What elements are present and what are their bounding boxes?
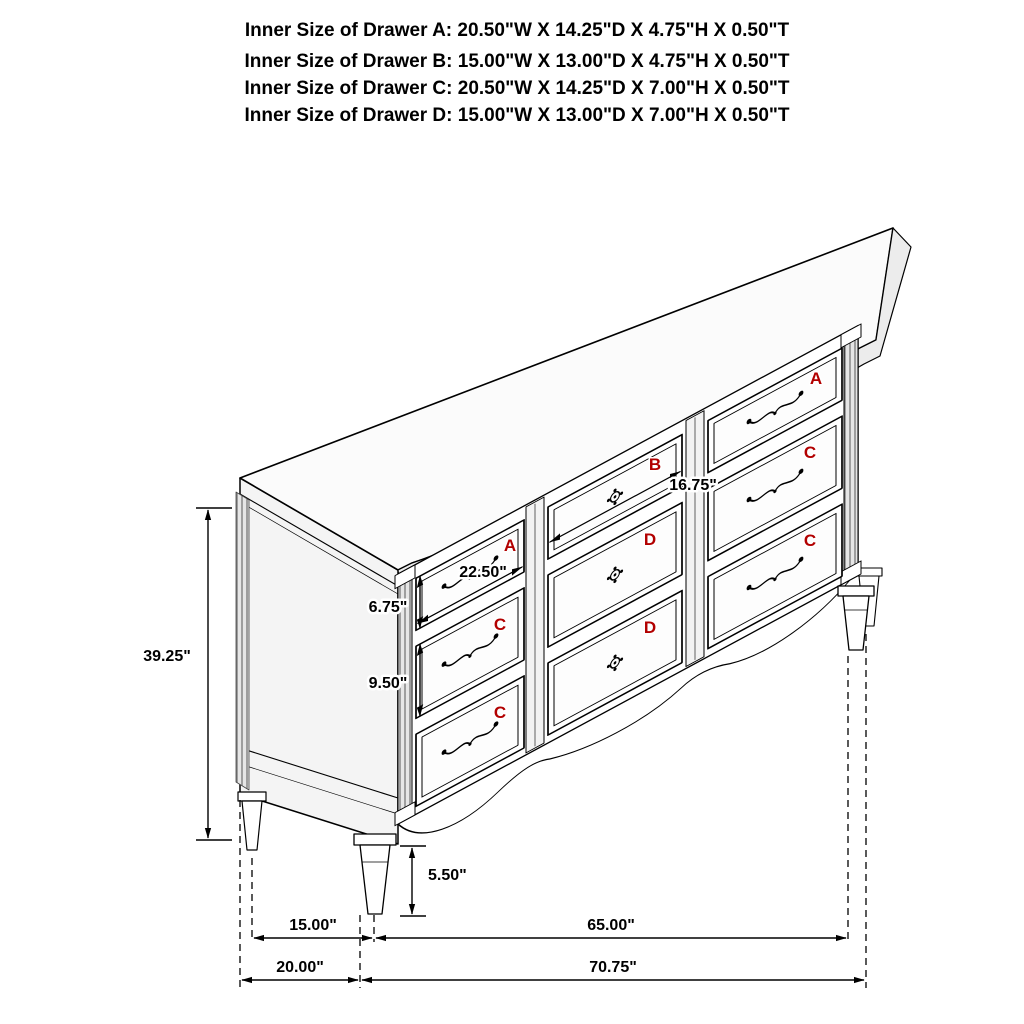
dim-leg-depth-span: 15.00" [253, 915, 373, 942]
header-line-2: Inner Size of Drawer B: 15.00"W X 13.00"… [244, 51, 789, 72]
dresser-front-face [394, 323, 862, 834]
drawer-rosette [606, 654, 624, 672]
drawer-c-right-bottom [707, 503, 843, 650]
header-text: Inner Size of Drawer A: 20.50"W X 14.25"… [244, 20, 789, 126]
dim-lower-drawer-height-label: 9.50" [369, 675, 408, 692]
dim-drawer-a-width-label: 22.50" [459, 564, 507, 581]
leg-front-left [353, 833, 397, 915]
leg-back-left [237, 791, 267, 851]
label-drawer-c-left-middle: C [494, 615, 506, 634]
dim-overall-width-label: 70.75" [589, 959, 637, 976]
drawer-handle [746, 468, 804, 503]
dim-overall-height-label: 39.25" [143, 648, 191, 665]
drawer-c-right-middle [707, 415, 843, 562]
front-apron [397, 579, 851, 834]
dim-overall-depth: 20.00" [241, 957, 359, 984]
dim-leg-height-label: 5.50" [428, 867, 467, 884]
dresser-side-face [235, 477, 399, 845]
header-line-4: Inner Size of Drawer D: 15.00"W X 13.00"… [244, 105, 789, 126]
dim-arrow-drawer-a-width [417, 566, 523, 624]
dim-leg-height: 5.50" [400, 845, 469, 917]
label-drawer-a-left: A [504, 536, 516, 555]
drawer-handle [441, 721, 499, 755]
side-fluted-corner-post [235, 491, 250, 791]
leg-front-right [837, 585, 875, 651]
label-drawer-c-right-bottom: C [804, 531, 816, 550]
drawer-d-bottom [547, 589, 683, 736]
drawer-handle [746, 556, 804, 591]
label-drawer-c-left-bottom: C [494, 703, 506, 722]
label-drawer-c-right-middle: C [804, 443, 816, 462]
dim-overall-width: 70.75" [361, 957, 865, 984]
drawer-c-left-bottom [415, 674, 525, 808]
dim-drawer-b-width-label: 16.75" [669, 477, 717, 494]
label-drawer-a-right: A [810, 369, 822, 388]
dim-leg-depth-span-label: 15.00" [289, 917, 337, 934]
dim-leg-width-span: 65.00" [375, 915, 847, 942]
dim-leg-width-span-label: 65.00" [587, 917, 635, 934]
extension-lines [239, 634, 867, 988]
dim-overall-depth-label: 20.00" [276, 959, 324, 976]
drawer-handle [746, 390, 804, 425]
label-drawer-b-middle: B [649, 455, 661, 474]
drawer-handle [441, 633, 499, 667]
drawer-rosette [606, 566, 624, 584]
dim-top-drawer-height-label: 6.75" [369, 599, 408, 616]
label-drawer-d-middle: D [644, 530, 656, 549]
header-line-1: Inner Size of Drawer A: 20.50"W X 14.25"… [245, 20, 790, 41]
label-drawer-d-bottom: D [644, 618, 656, 637]
drawer-a-right [707, 347, 843, 474]
dim-overall-height: 39.25" [141, 507, 232, 841]
dresser-drawing [235, 227, 912, 915]
drawer-letter-labels: A B A C C D D C C [492, 368, 823, 724]
dim-arrow-drawer-b-width [549, 470, 681, 543]
header-line-3: Inner Size of Drawer C: 20.50"W X 14.25"… [244, 78, 789, 99]
pilaster-right [843, 325, 859, 584]
dimension-annotations: 39.25" 5.50" 22.50" 16.75" 6.75" 9.50" 1… [141, 475, 867, 988]
